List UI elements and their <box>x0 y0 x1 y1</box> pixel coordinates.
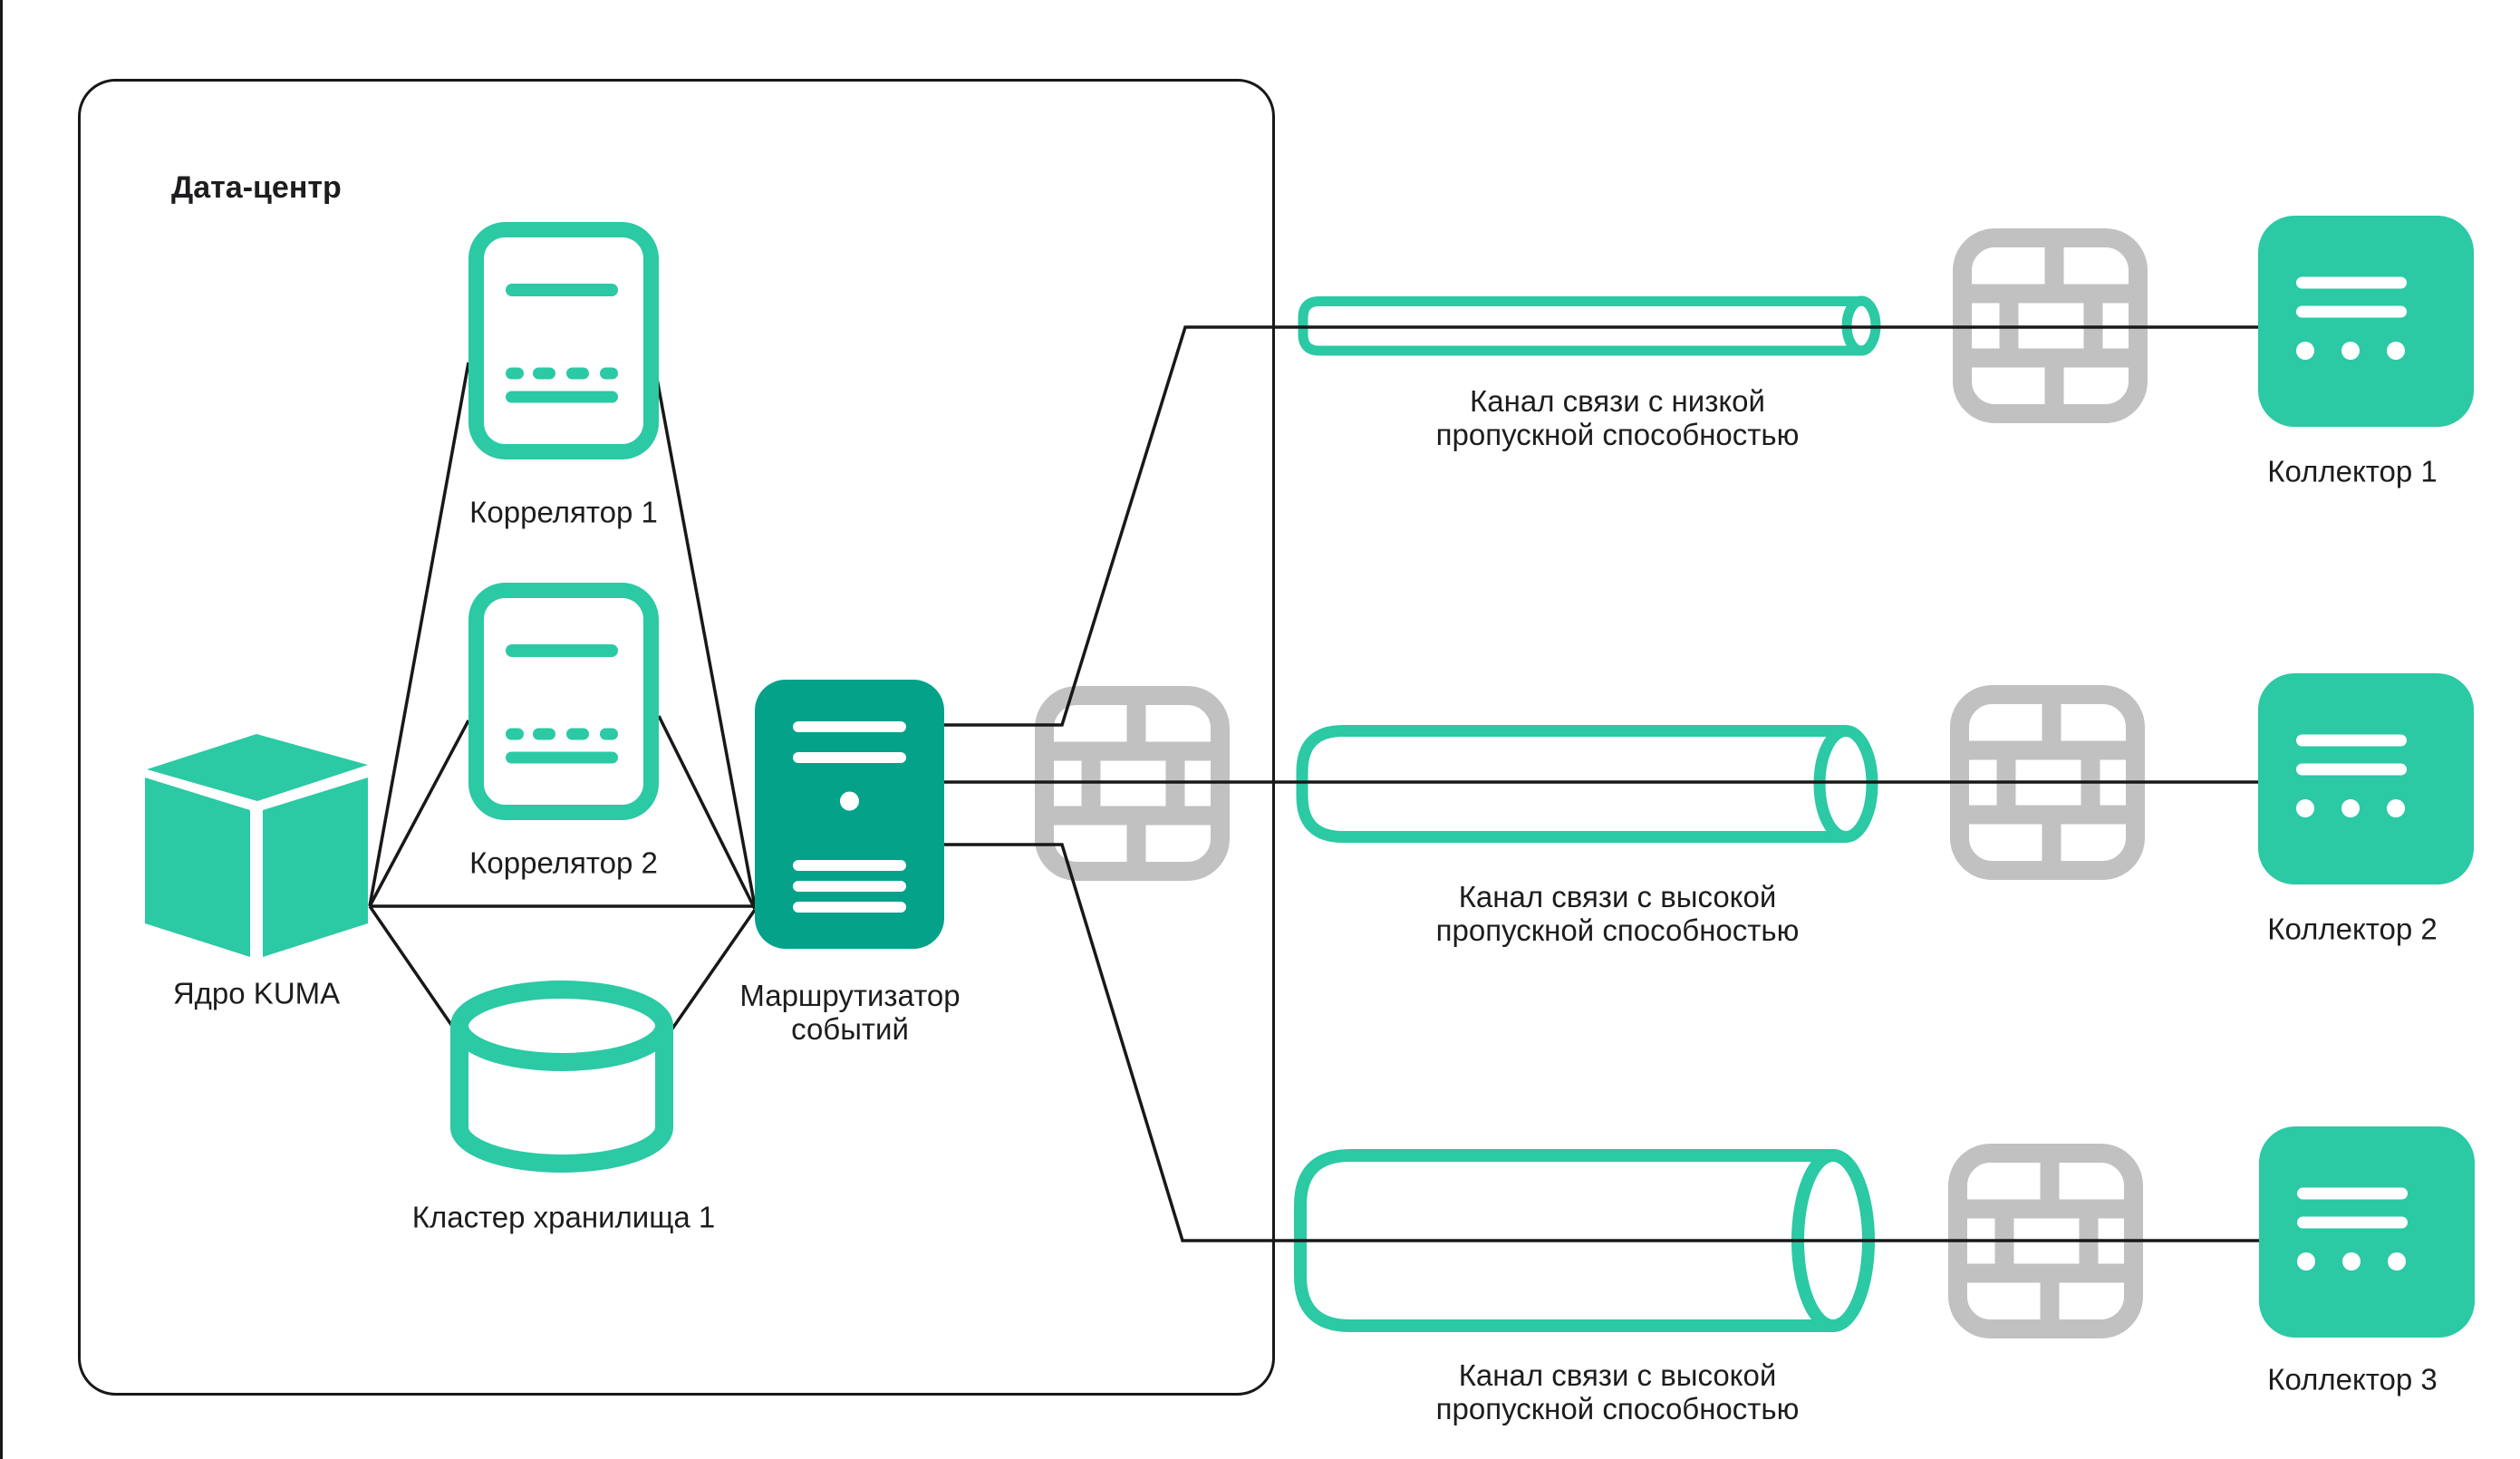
collector1-label: Коллектор 1 <box>2267 454 2438 488</box>
channel-high-bandwidth-2-label: Канал связи с высокой пропускной способн… <box>1435 1358 1800 1425</box>
collector-server-icon-2 <box>2258 673 2474 884</box>
line-core-storage <box>368 905 459 1035</box>
line-storage-router <box>669 909 757 1032</box>
collector-server-icon-1 <box>2258 216 2474 427</box>
pipe-cylinder-icon-high-bandwidth-1 <box>1296 725 1878 843</box>
line-correlator1-router <box>653 368 757 907</box>
line-core-correlator2 <box>368 720 470 907</box>
connection-lines <box>368 325 2263 1242</box>
collector2-label: Коллектор 2 <box>2267 912 2438 946</box>
document-server-icon-correlator1 <box>477 230 652 452</box>
correlator2-label: Коррелятор 2 <box>469 845 658 880</box>
kuma-core-label: Ядро KUMA <box>172 976 341 1010</box>
collector-server-icon-3 <box>2259 1126 2475 1338</box>
server-tower-icon-event-router <box>755 680 944 949</box>
datacenter-boundary <box>78 79 1275 1396</box>
line-router-collector3 <box>944 843 2263 1242</box>
line-router-collector1 <box>944 325 2262 727</box>
event-router-label: Маршрутизатор событий <box>739 979 961 1046</box>
line-core-correlator1 <box>368 362 470 907</box>
cube-icon-kuma-core <box>145 734 368 957</box>
channel-low-bandwidth-label: Канал связи с низкой пропускной способно… <box>1435 384 1800 451</box>
correlator1-label: Коррелятор 1 <box>469 495 658 529</box>
line-correlator2-router <box>657 715 757 910</box>
datacenter-title: Дата-центр <box>171 170 342 205</box>
channel-high-bandwidth-1-label: Канал связи с высокой пропускной способн… <box>1435 880 1800 947</box>
storage-cluster-label: Кластер хранилища 1 <box>411 1200 716 1234</box>
document-server-icon-correlator2 <box>477 591 652 813</box>
database-cylinder-icon-storage <box>450 981 673 1173</box>
collector3-label: Коллектор 3 <box>2267 1362 2438 1396</box>
